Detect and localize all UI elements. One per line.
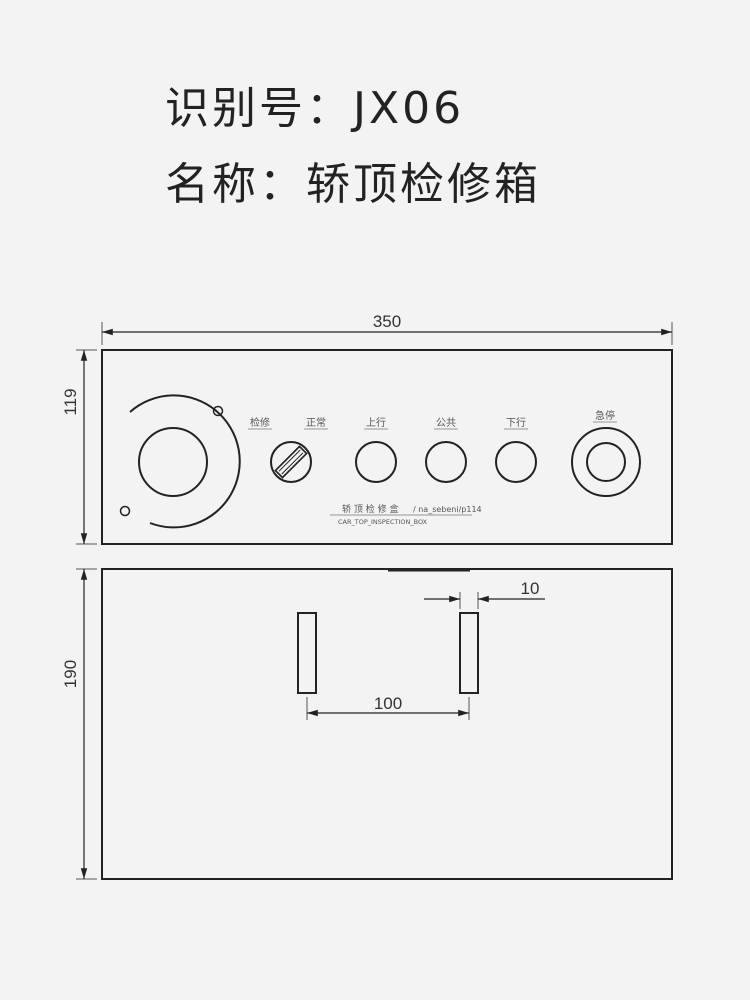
down-button: 下行 xyxy=(495,416,537,483)
normal-label: 正常 xyxy=(306,416,326,429)
common-button: 公共 xyxy=(425,417,467,483)
front-panel-outline xyxy=(101,349,673,545)
left-slot xyxy=(297,612,317,694)
nameplate-cn: 轿 顶 检 修 盒 xyxy=(342,503,398,515)
bottom-height-dimension-label: 190 xyxy=(61,660,80,688)
width-dimension-label: 350 xyxy=(373,312,401,331)
common-label: 公共 xyxy=(436,417,456,429)
emergency-stop-button: 急停 xyxy=(571,409,641,497)
width-dimension: 350 xyxy=(101,312,673,345)
identifier-line: 识别号：JX06 xyxy=(165,72,464,136)
up-label: 上行 xyxy=(366,416,386,429)
inspect-normal-switch: 检修 正常 xyxy=(248,416,328,483)
identifier-label: 识别号： xyxy=(165,83,353,134)
up-button: 上行 xyxy=(355,416,397,483)
down-label: 下行 xyxy=(506,416,526,429)
name-label: 名称： xyxy=(165,159,306,210)
nameplate: 轿 顶 检 修 盒 / na_sebeni/p114 CAR_TOP_INSPE… xyxy=(330,503,482,526)
slot-width-dimension: 10 xyxy=(424,579,545,609)
nameplate-cn-suffix: / na_sebeni/p114 xyxy=(413,505,482,514)
inspect-label: 检修 xyxy=(250,416,270,429)
nameplate-en: CAR_TOP_INSPECTION_BOX xyxy=(338,518,428,526)
name-value: 轿顶检修箱 xyxy=(306,159,541,210)
slot-spacing-dimension: 100 xyxy=(306,694,470,720)
emergency-stop-label: 急停 xyxy=(595,409,615,422)
rotary-dial xyxy=(119,394,241,529)
identifier-value: JX06 xyxy=(353,83,465,134)
bottom-height-dimension: 190 xyxy=(61,568,97,880)
front-height-dimension: 119 xyxy=(61,349,97,545)
slot-spacing-dimension-label: 100 xyxy=(374,694,402,713)
slot-width-dimension-label: 10 xyxy=(521,579,540,598)
bottom-panel-outline xyxy=(101,568,673,880)
name-line: 名称：轿顶检修箱 xyxy=(165,148,541,212)
front-height-dimension-label: 119 xyxy=(61,388,80,415)
right-slot xyxy=(459,612,479,694)
